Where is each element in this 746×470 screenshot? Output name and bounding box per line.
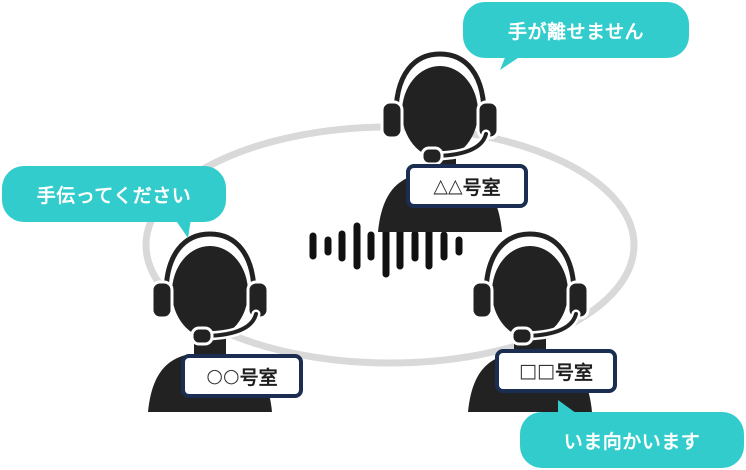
speech-bubble-bottom-right: いま向かいます xyxy=(520,412,744,468)
room-symbols: □□ xyxy=(519,360,555,382)
room-label-left: ○○ 号室 xyxy=(181,354,303,398)
speech-bubble-text: いま向かいます xyxy=(563,430,701,453)
speech-bubble-text: 手が離せません xyxy=(508,20,644,43)
speech-bubble-top-right: 手が離せません xyxy=(463,2,689,58)
room-label-right: □□ 号室 xyxy=(495,349,617,393)
speech-bubble-text: 手伝ってください xyxy=(36,184,192,207)
room-suffix: 号室 xyxy=(462,176,501,199)
room-suffix: 号室 xyxy=(239,366,278,389)
room-symbols: △△ xyxy=(433,175,463,197)
room-suffix: 号室 xyxy=(554,361,593,384)
room-label-top: △△ 号室 xyxy=(406,164,528,208)
room-symbols: ○○ xyxy=(206,365,240,387)
speech-bubble-left: 手伝ってください xyxy=(2,166,226,222)
